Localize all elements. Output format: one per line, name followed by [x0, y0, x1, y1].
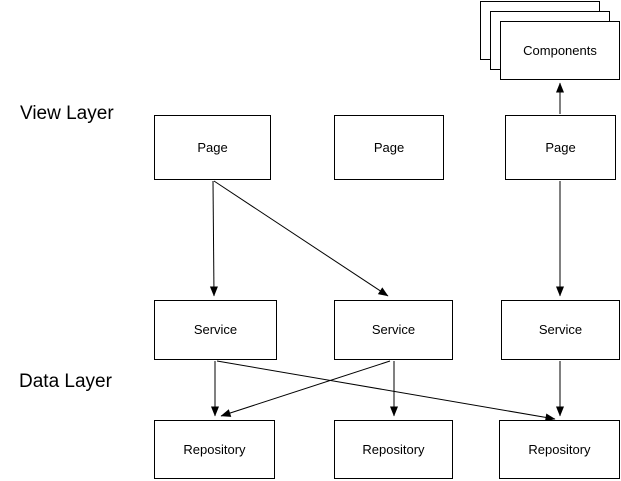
node-repository-3: Repository	[499, 420, 620, 479]
edge-service1-repository3	[216, 360, 556, 422]
edge-service2-repository1	[220, 360, 391, 417]
node-label: Page	[545, 139, 576, 155]
view-layer-label: View Layer	[20, 103, 114, 124]
node-label: Page	[373, 139, 405, 155]
node-service-3: Service	[501, 300, 620, 360]
node-service-2: Service	[334, 300, 453, 360]
data-layer-label: Data Layer	[19, 371, 112, 392]
node-page-1: Page	[154, 115, 271, 180]
node-repository-1: Repository	[154, 420, 275, 479]
node-label: Service	[193, 322, 238, 338]
node-label: Repository	[528, 441, 591, 457]
node-label: Service	[538, 322, 583, 338]
edge-page1-service2	[213, 180, 389, 297]
node-components: Components	[500, 21, 620, 80]
edge-page1-service1	[209, 180, 218, 297]
node-label: Repository	[362, 441, 425, 457]
node-page-3: Page	[505, 115, 616, 180]
node-label: Service	[371, 322, 416, 338]
node-page-2: Page	[334, 115, 444, 180]
node-service-1: Service	[154, 300, 277, 360]
node-label: Repository	[183, 441, 246, 457]
node-repository-2: Repository	[334, 420, 453, 479]
node-label: Page	[197, 139, 228, 155]
node-label: Components	[523, 42, 597, 58]
